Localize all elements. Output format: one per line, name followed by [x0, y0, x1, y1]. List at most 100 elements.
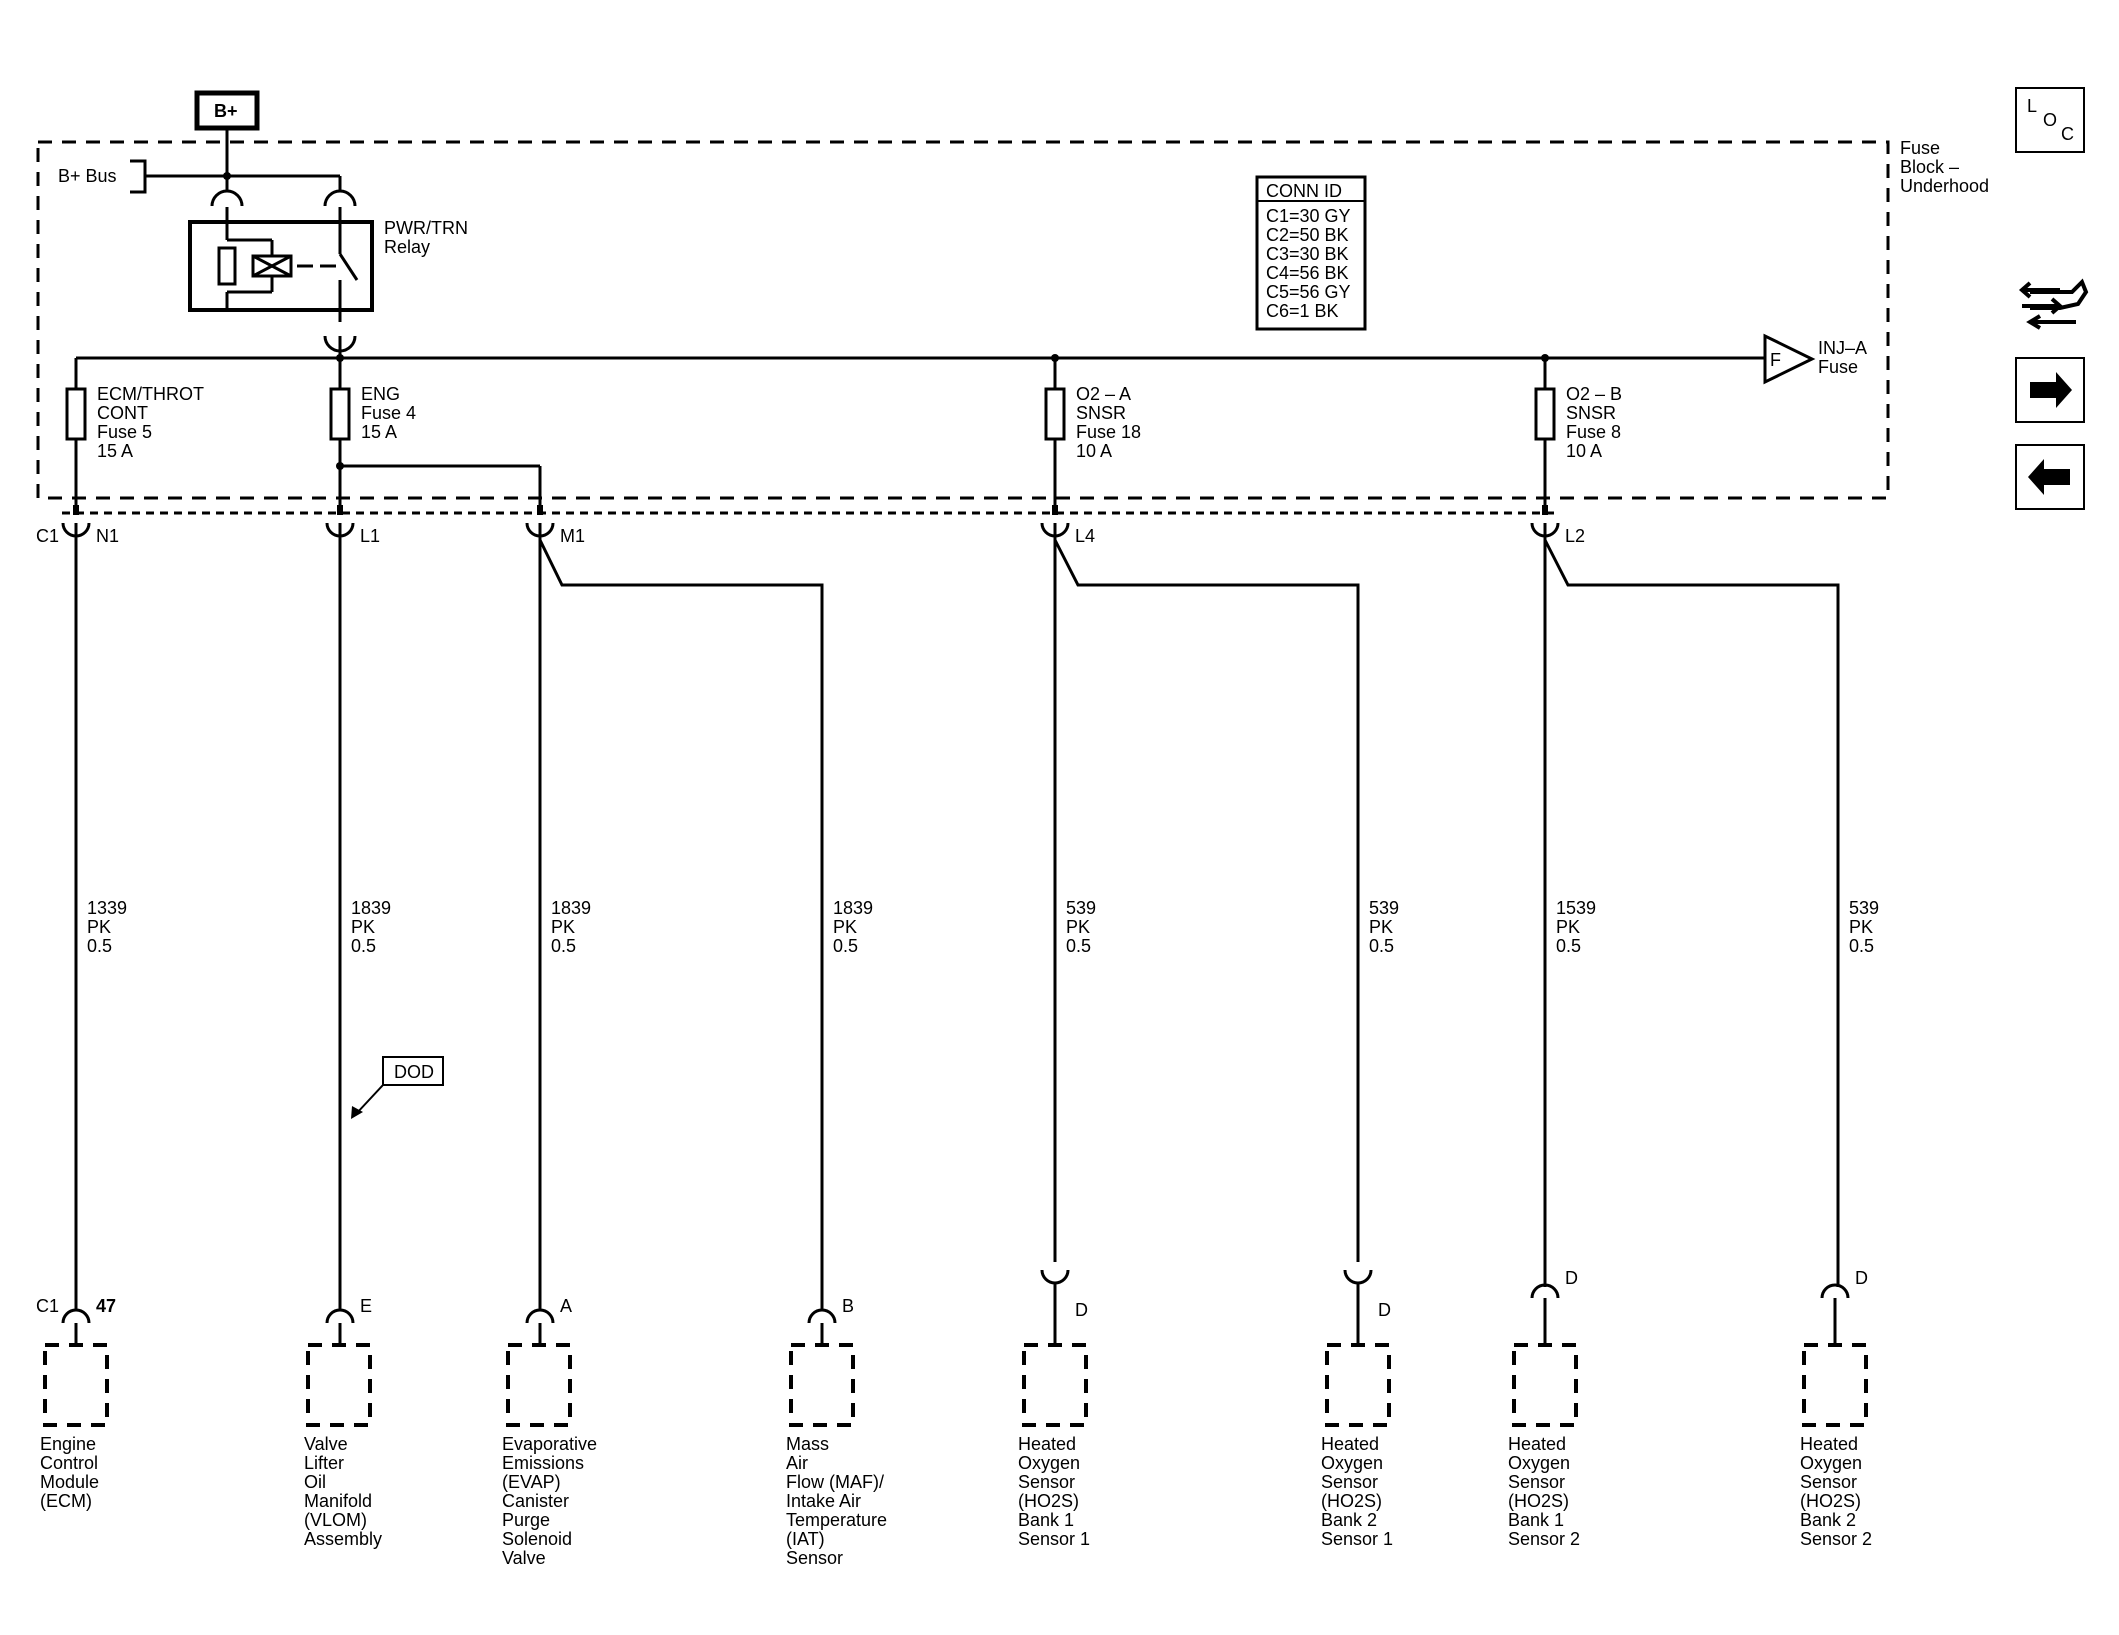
- svg-text:1839: 1839: [351, 898, 391, 918]
- wire-label-6: 539 PK 0.5: [1369, 898, 1399, 956]
- relay-label: PWR/TRN Relay: [384, 218, 468, 257]
- svg-text:PK: PK: [833, 917, 857, 937]
- wire-label-5: 539 PK 0.5: [1066, 898, 1096, 956]
- bus-bracket: [130, 159, 147, 194]
- svg-text:1839: 1839: [833, 898, 873, 918]
- component-name-ho2s-b1s1: Heated Oxygen Sensor (HO2S) Bank 1 Senso…: [1018, 1434, 1090, 1549]
- wire-label-7: 1539 PK 0.5: [1556, 898, 1596, 956]
- component-name-ho2s-b2s1: Heated Oxygen Sensor (HO2S) Bank 2 Senso…: [1321, 1434, 1393, 1549]
- conn-id-box: [1255, 175, 1367, 331]
- svg-text:0.5: 0.5: [1066, 936, 1091, 956]
- svg-text:Engine: Engine: [40, 1434, 96, 1454]
- relay-coil: [251, 254, 293, 278]
- back-arrow-icon[interactable]: [2028, 459, 2070, 495]
- fuse-eng: [329, 387, 351, 441]
- back-button[interactable]: [2015, 444, 2085, 510]
- svg-text:PK: PK: [551, 917, 575, 937]
- svg-text:Flow (MAF)/: Flow (MAF)/: [786, 1472, 884, 1492]
- svg-text:C1=30 GY: C1=30 GY: [1266, 206, 1351, 226]
- component-box-maf: [789, 1343, 855, 1427]
- svg-text:(ECM): (ECM): [40, 1491, 92, 1511]
- top-pin-n1: N1: [96, 526, 119, 546]
- svg-text:C4=56 BK: C4=56 BK: [1266, 263, 1349, 283]
- svg-text:Oxygen: Oxygen: [1508, 1453, 1570, 1473]
- forward-arrow-icon[interactable]: [2030, 372, 2072, 408]
- svg-text:0.5: 0.5: [351, 936, 376, 956]
- svg-text:Sensor 1: Sensor 1: [1321, 1529, 1393, 1549]
- svg-text:Bank 1: Bank 1: [1508, 1510, 1564, 1530]
- bottom-pin-47: 47: [96, 1296, 116, 1316]
- wire-label-4: 1839 PK 0.5: [833, 898, 873, 956]
- component-box-ho2s-b2s2: [1802, 1343, 1868, 1427]
- svg-text:Sensor 1: Sensor 1: [1018, 1529, 1090, 1549]
- svg-text:Emissions: Emissions: [502, 1453, 584, 1473]
- svg-text:(HO2S): (HO2S): [1800, 1491, 1861, 1511]
- component-box-ecm: [43, 1343, 109, 1427]
- bottom-pin-d-2: D: [1378, 1300, 1391, 1320]
- forward-button[interactable]: [2015, 357, 2085, 423]
- svg-text:Solenoid: Solenoid: [502, 1529, 572, 1549]
- fuse-label-o2-a: O2 – A SNSR Fuse 18 10 A: [1076, 384, 1141, 461]
- component-tool-icon[interactable]: [2018, 278, 2089, 330]
- fuse-label-ecm-throt: ECM/THROT CONT Fuse 5 15 A: [97, 384, 204, 461]
- svg-text:1839: 1839: [551, 898, 591, 918]
- svg-text:Valve: Valve: [502, 1548, 546, 1568]
- svg-text:Control: Control: [40, 1453, 98, 1473]
- svg-text:Heated: Heated: [1321, 1434, 1379, 1454]
- svg-text:CONT: CONT: [97, 403, 148, 423]
- top-conn-c1: C1: [36, 526, 59, 546]
- svg-text:Oil: Oil: [304, 1472, 326, 1492]
- svg-text:O2 – A: O2 – A: [1076, 384, 1131, 404]
- fuse-o2-a: [1044, 387, 1066, 441]
- svg-text:Fuse 18: Fuse 18: [1076, 422, 1141, 442]
- component-box-evap: [506, 1343, 572, 1427]
- component-box-ho2s-b1s2: [1512, 1343, 1578, 1427]
- svg-text:L: L: [2027, 96, 2037, 116]
- bottom-pin-d-1: D: [1075, 1300, 1088, 1320]
- wire-ho2s-b2s2: [1543, 539, 1840, 1287]
- component-name-evap: Evaporative Emissions (EVAP) Canister Pu…: [502, 1434, 597, 1568]
- component-box-ho2s-b1s1: [1022, 1343, 1088, 1427]
- svg-text:15 A: 15 A: [97, 441, 133, 461]
- svg-text:Assembly: Assembly: [304, 1529, 382, 1549]
- svg-text:Mass: Mass: [786, 1434, 829, 1454]
- bottom-pin-d-3: D: [1565, 1268, 1578, 1288]
- bottom-pin-e: E: [360, 1296, 372, 1316]
- svg-text:Sensor: Sensor: [1508, 1472, 1565, 1492]
- wire-label-1: 1339 PK 0.5: [87, 898, 127, 956]
- component-name-ho2s-b2s2: Heated Oxygen Sensor (HO2S) Bank 2 Senso…: [1800, 1434, 1872, 1549]
- svg-text:SNSR: SNSR: [1076, 403, 1126, 423]
- fuse-label-eng: ENG Fuse 4 15 A: [361, 384, 416, 442]
- inj-fuse-label: INJ–A Fuse: [1818, 338, 1867, 377]
- svg-text:PK: PK: [87, 917, 111, 937]
- svg-text:INJ–A: INJ–A: [1818, 338, 1867, 358]
- svg-text:C: C: [2061, 124, 2074, 144]
- svg-text:Fuse: Fuse: [1818, 357, 1858, 377]
- top-pin-m1: M1: [560, 526, 585, 546]
- component-name-vlom: Valve Lifter Oil Manifold (VLOM) Assembl…: [304, 1434, 382, 1549]
- svg-text:Sensor: Sensor: [786, 1548, 843, 1568]
- svg-text:Sensor 2: Sensor 2: [1800, 1529, 1872, 1549]
- fuse-block-label: Fuse Block – Underhood: [1900, 138, 1989, 196]
- svg-text:Manifold: Manifold: [304, 1491, 372, 1511]
- supply-label: B+: [214, 101, 238, 121]
- svg-text:(IAT): (IAT): [786, 1529, 825, 1549]
- svg-text:Air: Air: [786, 1453, 808, 1473]
- svg-text:Evaporative: Evaporative: [502, 1434, 597, 1454]
- svg-text:Valve: Valve: [304, 1434, 348, 1454]
- dod-tag: DOD: [394, 1062, 434, 1082]
- svg-text:Fuse: Fuse: [1900, 138, 1940, 158]
- svg-text:Intake Air: Intake Air: [786, 1491, 861, 1511]
- svg-text:1539: 1539: [1556, 898, 1596, 918]
- svg-text:Oxygen: Oxygen: [1321, 1453, 1383, 1473]
- svg-text:10 A: 10 A: [1566, 441, 1602, 461]
- fuse-ecm-throt: [65, 387, 87, 441]
- svg-text:ENG: ENG: [361, 384, 400, 404]
- svg-text:1339: 1339: [87, 898, 127, 918]
- svg-text:Oxygen: Oxygen: [1800, 1453, 1862, 1473]
- loc-button[interactable]: [2015, 87, 2085, 153]
- svg-text:(HO2S): (HO2S): [1018, 1491, 1079, 1511]
- loc-icon[interactable]: L O C: [2027, 96, 2074, 144]
- component-box-vlom: [306, 1343, 372, 1427]
- svg-text:Sensor: Sensor: [1018, 1472, 1075, 1492]
